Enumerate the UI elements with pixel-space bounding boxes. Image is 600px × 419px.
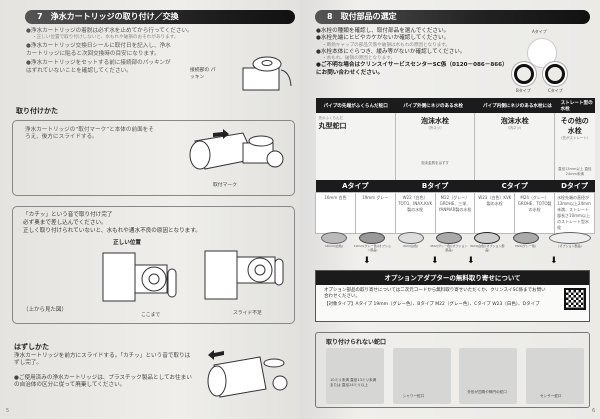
here-label: ここまで xyxy=(141,313,161,318)
page-number: 6 xyxy=(592,408,596,414)
click-confirm-box: 「カチッ」という音で取り付け完了 必ず奥まで差し込んでください。 正しく取り付け… xyxy=(12,206,295,324)
type-b-header: Bタイプ xyxy=(421,181,449,190)
faucet-note: 泡沫金具をはずす xyxy=(421,161,450,165)
faucet-note: 先のふくらんだ xyxy=(318,116,344,120)
arrow-down-icon: ⬇ xyxy=(467,256,475,266)
correct-position-label: 正しい位置 xyxy=(113,240,141,246)
section-header: 7 浄水カートリッジの取り付け／交換 xyxy=(25,10,295,24)
option-title: オプションアダプターの無料取り寄せについて xyxy=(316,271,589,285)
packing-label: 接続部の パッキン xyxy=(190,68,216,80)
dispose-text: ●ご使用済みの浄水カートリッジは、プラスチック製品としてお住まいの自治体の区分に… xyxy=(14,375,192,389)
type-label: Bタイプ xyxy=(516,88,531,93)
remove-title: はずしかた xyxy=(14,343,49,351)
type-c-header: Cタイプ xyxy=(501,181,528,190)
option-text: オプション部品の取り寄せについては二次元コードから無料取り寄せいただくか、クリン… xyxy=(324,288,546,299)
bullet: ●水栓の種類を確認し、取付部品を選んでください。 xyxy=(316,28,450,34)
unusable-title: 取り付けられない蛇口 xyxy=(326,339,387,346)
spec-cell: 19mm グレー xyxy=(354,191,396,234)
remove-text: 浄水カートリッジを前方にスライドする。「カチッ」という音で取りはずし完了。 xyxy=(14,353,191,367)
faucet-name: 泡沫水栓 xyxy=(500,117,529,125)
slide-short-illustration xyxy=(204,250,284,300)
left-page: 7 浄水カートリッジの取り付け／交換 ●浄水カートリッジの着脱は必ず水を止めてか… xyxy=(0,0,300,419)
bullet-list: ●浄水カートリッジの着脱は必ず水を止めてから行ってください。 ・正しい位置で取り… xyxy=(26,28,266,75)
bullet-note: ・水もれ、破損の原因となります。 xyxy=(322,56,395,62)
adapter: 16mm(白色) xyxy=(315,232,353,252)
table-head: パイプの先端がふくらんだ蛇口 xyxy=(323,103,388,109)
type-label: Cタイプ xyxy=(548,88,563,93)
mark-label: 取付マーク xyxy=(213,183,237,188)
faucet-note: （外ネジ） xyxy=(426,126,444,130)
right-page: 8 取付部品の選定 ●水栓の種類を確認し、取付部品を選んでください。 ●水栓先端… xyxy=(300,0,600,419)
table-head: パイプ内側にネジのある水栓には xyxy=(482,103,552,109)
spec-cell: M24（グレー）GROHE、TOTO製の水栓 xyxy=(514,191,556,234)
remove-illustration xyxy=(207,350,288,398)
type-label: Aタイプ xyxy=(532,29,547,34)
unusable-item: センサー蛇口 xyxy=(525,348,584,404)
click-line: 「カチッ」という音で取り付け完了 xyxy=(23,212,113,218)
arrow-down-icon: ⬇ xyxy=(431,256,439,266)
section-header: 8 取付部品の選定 xyxy=(315,10,590,24)
bullet-contact: ●ご不明な場合はクリンスイサービスセンターSC係（0120－086－866）にお… xyxy=(316,62,505,76)
page-number: 5 xyxy=(6,408,10,414)
faucet-note: （先がストレート） xyxy=(559,136,591,140)
adapter: M24(グレー色) xyxy=(507,232,545,252)
cartridge-illustration xyxy=(189,129,284,170)
type-a-ring-icon xyxy=(527,38,557,68)
table-head: ストレート型の水栓 xyxy=(560,100,593,112)
type-a-header: Aタイプ xyxy=(342,181,369,190)
bullet: ●水栓本体にぐらつき、緩み等がないか確認してください。 xyxy=(316,48,466,55)
spec-cell: M22（グレー）GROHE、三栄、YANMAR製の水栓 xyxy=(434,191,476,234)
correct-position-illustration xyxy=(102,252,177,302)
packing-illustration xyxy=(242,56,292,91)
spec-cell: W23（白色）KVK製の水栓 xyxy=(474,191,516,234)
type-d-header: Dタイプ xyxy=(561,181,588,190)
unusable-item: 10ミリ未満 直径13ミリ未満 または 直径24ミリ以上 xyxy=(326,348,384,404)
option-target: 【対象タイプ】Aタイプ 19mm（グレー色）、Bタイプ M22（グレー色）、Cタ… xyxy=(324,302,540,307)
bullet-note: ・断熱キャップの部品欠落や破損は水もれの原因となります。 xyxy=(322,42,451,48)
install-step-text: 浄水カートリッジの“取付マーク”と本体の前面をそろえ、後方にスライドする。 xyxy=(25,127,154,141)
bullet-note: ・正しい位置で取り付けしないと、水もれや破損のおそれがあります。 xyxy=(32,35,179,41)
faucet-note: 直径13mm以上 直径24mm未満 xyxy=(558,167,592,176)
top-view-label: （上から見た図） xyxy=(23,307,68,313)
faucet-name: 泡沫水栓 xyxy=(421,117,450,125)
bullet-list: ●水栓の種類を確認し、取付部品を選んでください。 ●水栓先端にヒビやカケがないか… xyxy=(316,28,506,77)
unusable-faucets-box: 取り付けられない蛇口 10ミリ未満 直径13ミリ未満 または 直径24ミリ以上 … xyxy=(315,332,590,408)
faucet-name: 丸型蛇口 xyxy=(318,122,347,130)
click-line: 正しく取り付けられていないと、水もれや通水不良の原因となります。 xyxy=(23,228,201,234)
qr-code[interactable] xyxy=(564,288,586,310)
spec-cell: 16mm 白色 xyxy=(315,191,356,234)
type-c-ring-icon xyxy=(545,64,565,84)
faucet-name: その他の水栓 xyxy=(560,117,589,135)
faucet-note: （内ネジ） xyxy=(505,126,524,130)
adapter: 19mm(グレー色)(オプション部品) xyxy=(353,232,391,252)
click-line: 必ず奥まで差し込んでください。 xyxy=(23,220,107,226)
bullet: ●水栓先端にヒビやカケがないか確認してください。 xyxy=(316,35,450,42)
adapter: (オプション部品) xyxy=(545,232,595,252)
unusable-list: 10ミリ未満 直径13ミリ未満 または 直径24ミリ以上 シャワー蛇口 外形が四… xyxy=(326,348,584,404)
install-title: 取り付けかた xyxy=(16,107,58,115)
bullet: ●浄水カートリッジ交換日シールに取付日を記入し、浄水カートリッジに貼ると次回交換… xyxy=(26,43,171,57)
adapter: M22(グレー色)(オプション部品) xyxy=(430,232,468,252)
unusable-item: 外形が四角や楕円の蛇口 xyxy=(459,348,518,404)
bullet: ●浄水カートリッジの着脱は必ず水を止めてから行ってください。 xyxy=(26,28,193,34)
bullet: ●浄水カートリッジをセットする前に接続部のパッキンがはずれていないことを確認して… xyxy=(26,60,171,74)
unusable-item: シャワー蛇口 xyxy=(392,348,451,404)
adapter: W23(白色)(オプション部品) xyxy=(468,232,506,252)
slide-short-label: スライド不足 xyxy=(233,311,262,316)
spec-cell: W22（白色）TOTO、INAX,KVK製の水栓 xyxy=(394,191,436,234)
arrow-down-icon: ⬇ xyxy=(550,256,558,266)
table-head: パイプ外側にネジのある水栓 xyxy=(403,103,463,109)
arrow-down-icon: ⬇ xyxy=(363,256,371,266)
spec-cell: 水栓先端の直径が13mm以上24mm未満、ストレート部長さ10mm以上のストレー… xyxy=(554,191,595,234)
type-b-ring-icon xyxy=(514,64,534,84)
adapter: W22(白色) xyxy=(392,232,430,252)
faucet-type-table: パイプの先端がふくらんだ蛇口 パイプ外側にネジのある水栓 パイプ内側にネジのある… xyxy=(315,98,595,234)
option-adapter-box: オプションアダプターの無料取り寄せについて オプション部品の取り寄せについては二… xyxy=(315,270,590,322)
adapter-row: 16mm(白色) 19mm(グレー色)(オプション部品) W22(白色) M22… xyxy=(315,232,595,252)
install-step-box: 浄水カートリッジの“取付マーク”と本体の前面をそろえ、後方にスライドする。 取付… xyxy=(12,120,295,196)
